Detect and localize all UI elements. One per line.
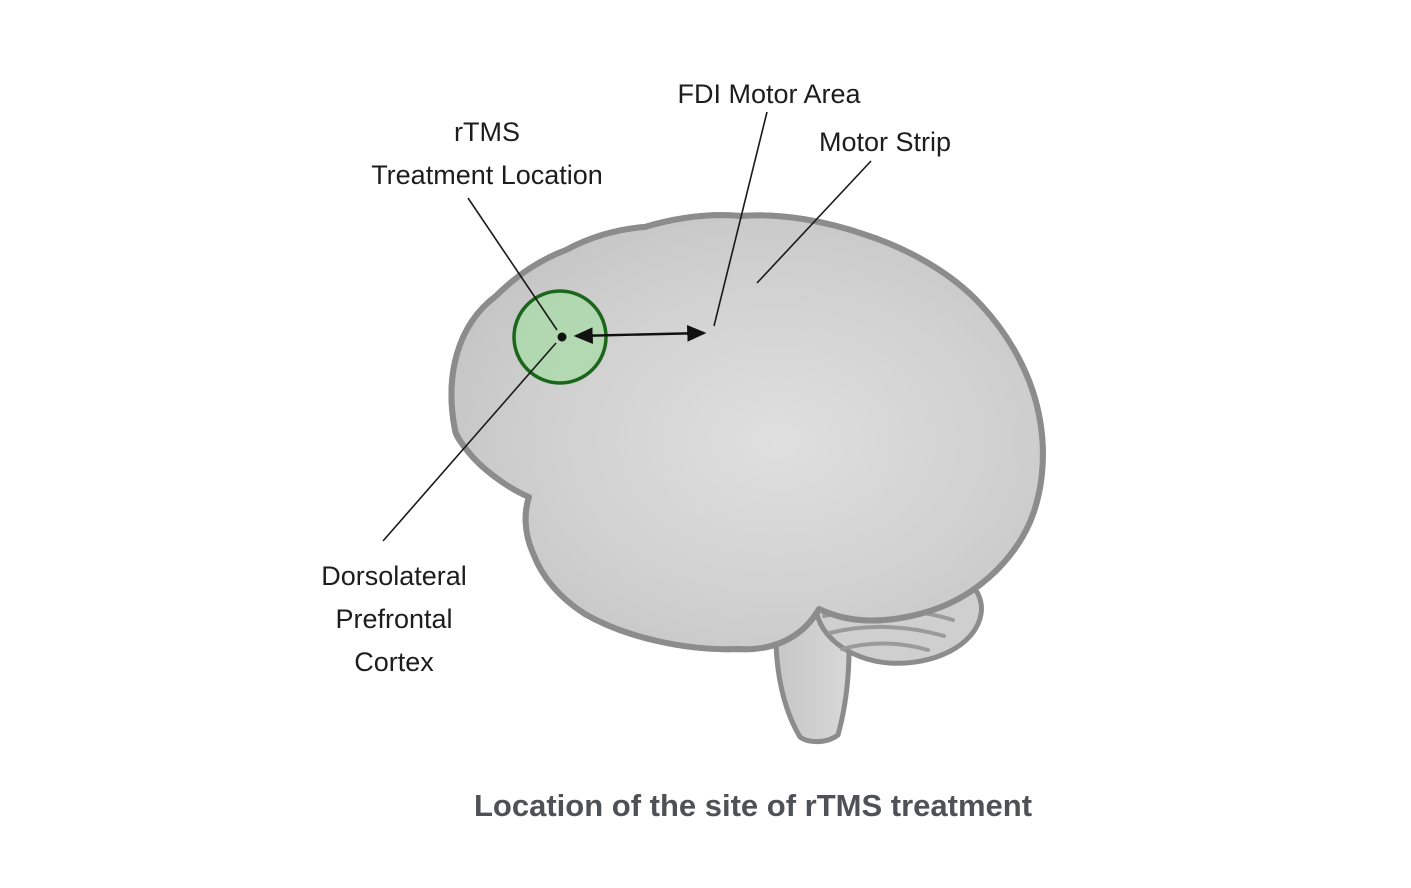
motor-strip-connector-line [756,160,872,284]
cerebrum-outline-overlay [452,215,1043,649]
distance-arrow [573,324,707,345]
dlpfc-connector-line [382,342,557,542]
label-dlpfc-line3: Cortex [354,647,434,677]
label-rtms-line2: Treatment Location [371,160,603,190]
label-rtms-line1: rTMS [454,117,520,147]
label-dlpfc-line1: Dorsolateral [321,561,467,591]
label-motor-strip: Motor Strip [819,127,951,157]
label-rtms-treatment-location: rTMS Treatment Location [371,117,603,190]
label-dlpfc-line2: Prefrontal [335,604,452,634]
rtms-connector-line [467,197,558,331]
treatment-location-dot [557,332,567,342]
figure-caption: Location of the site of rTMS treatment [474,788,1032,823]
annotation-lines [382,111,872,542]
brain-illustration [452,215,1043,745]
label-dorsolateral-prefrontal-cortex: Dorsolateral Prefrontal Cortex [321,561,467,677]
fdi-connector-line [713,111,768,327]
label-fdi-motor-area: FDI Motor Area [677,79,861,109]
